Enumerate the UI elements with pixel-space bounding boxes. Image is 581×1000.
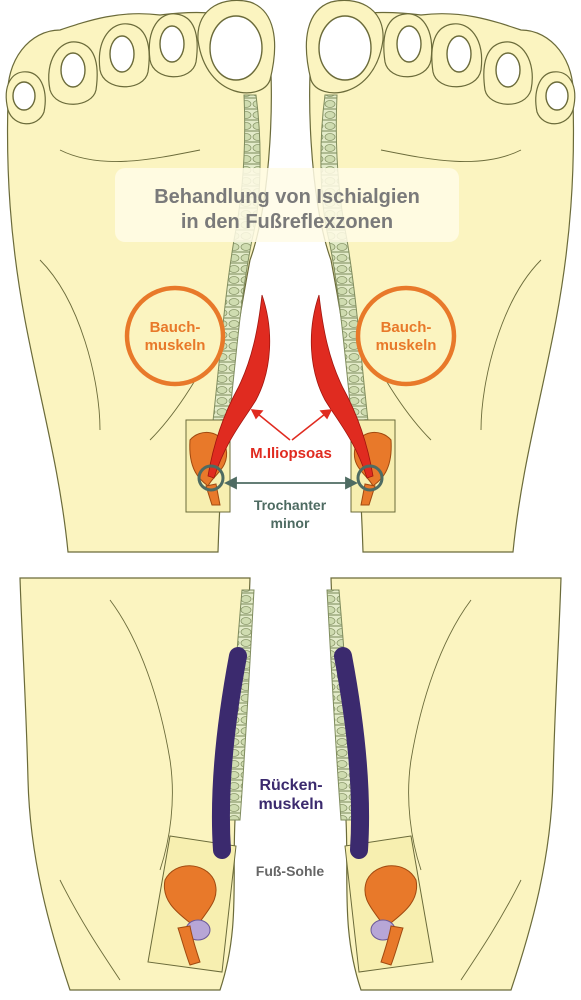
bauchmuskeln-left-label-2: muskeln (145, 337, 206, 354)
bauchmuskeln-right-label-2: muskeln (376, 337, 437, 354)
left-iliopsoas-muscle (207, 294, 271, 479)
bottom-feet-panel (19, 577, 562, 991)
left-trochanter-circle (197, 464, 225, 492)
right-foot-top (309, 11, 575, 553)
rueckenmuskeln-label-2: muskeln (259, 796, 324, 813)
bauchmuskeln-right-label-1: Bauch- (381, 319, 432, 336)
fusssohle-label: Fuß-Sohle (256, 863, 325, 879)
sole-folds (59, 599, 522, 981)
left-foot-top (6, 11, 272, 553)
left-rueckenmuskeln-band (211, 647, 247, 859)
iliopsoas-label: M.Iliopsoas (250, 445, 332, 462)
right-rueckenmuskeln-band (334, 647, 370, 859)
left-bauchmuskeln-circle (124, 285, 226, 387)
top-feet-panel (5, 0, 576, 553)
rueckenmuskeln-label-1: Rücken- (259, 777, 322, 794)
trochanter-label-2: minor (271, 515, 310, 531)
title-box (115, 168, 459, 242)
left-toenails (12, 15, 263, 111)
title-line-2: in den Fußreflexzonen (181, 211, 393, 233)
title-line-1: Behandlung von Ischialgien (154, 186, 420, 208)
right-trochanter-circle (356, 464, 384, 492)
right-iliopsoas-muscle (310, 294, 374, 479)
iliopsoas-arrows (250, 409, 333, 441)
trochanter-arrow (223, 476, 359, 490)
right-bauchmuskeln-circle (355, 285, 457, 387)
trochanter-label-1: Trochanter (254, 497, 327, 513)
right-toenails (318, 15, 569, 111)
bauchmuskeln-left-label-1: Bauch- (150, 319, 201, 336)
